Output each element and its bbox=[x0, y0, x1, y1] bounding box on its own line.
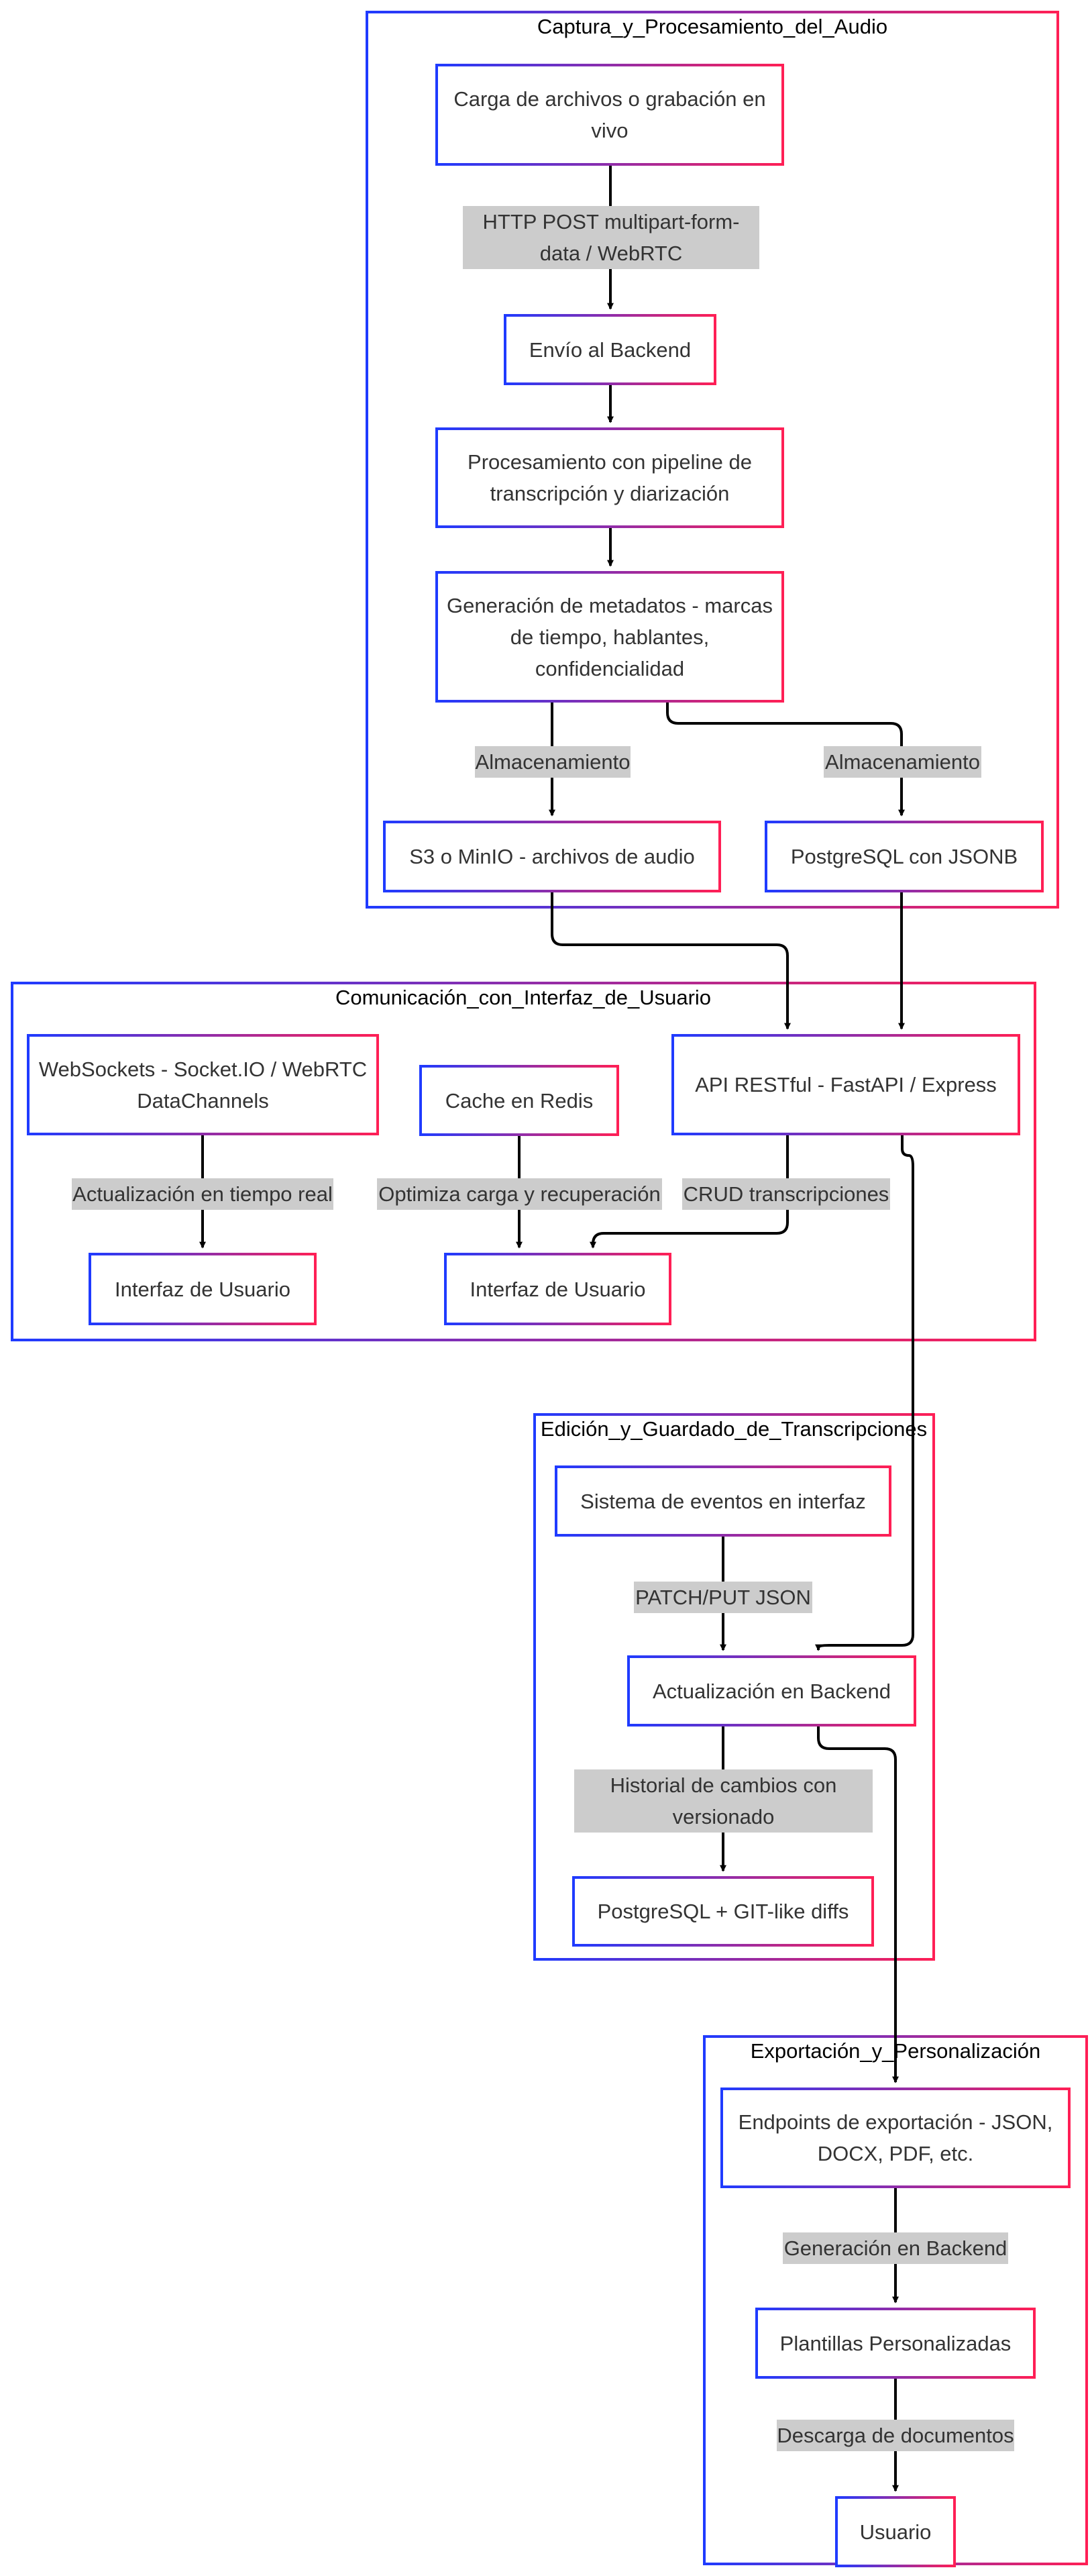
node-label-envio-box: Envío al Backend bbox=[529, 338, 692, 362]
node-postgres_jsonb bbox=[765, 821, 1044, 892]
node-label-carga: Carga de archivos o grabación en vivo bbox=[453, 87, 766, 142]
edge-actualizacion-to-endpoints bbox=[817, 1725, 899, 2083]
node-label-envio: Envío al Backend bbox=[529, 338, 692, 362]
node-label-actualizacion: Actualización en Backend bbox=[652, 1679, 891, 1703]
edge-label-metadatos-to-postgres_jsonb: Almacenamiento bbox=[825, 746, 980, 778]
edge-label-redis-to-ui2-box: Optimiza carga y recuperación bbox=[378, 1178, 661, 1210]
cluster-title-edicion: Edición_y_Guardado_de_Transcripciones bbox=[541, 1417, 927, 1441]
node-label-api: API RESTful - FastAPI / Express bbox=[695, 1073, 997, 1096]
node-label-endpoints: Endpoints de exportación - JSON, DOCX, P… bbox=[738, 2110, 1053, 2165]
node-s3 bbox=[383, 821, 721, 892]
node-label-plantillas: Plantillas Personalizadas bbox=[779, 2331, 1012, 2355]
edge-labels-layer: HTTP POST multipart-form-data / WebRTC Al… bbox=[72, 206, 1014, 2451]
edge-label-endpoints-to-plantillas-box: Generación en Backend bbox=[783, 2232, 1007, 2264]
node-usuario bbox=[835, 2496, 956, 2567]
node-endpoints bbox=[720, 2088, 1071, 2188]
node-ui2 bbox=[444, 1253, 671, 1325]
edge-api-to-ui2 bbox=[590, 1134, 789, 1249]
node-label-eventos: Sistema de eventos en interfaz bbox=[580, 1489, 866, 1513]
node-label-carga-box: Carga de archivos o grabación en vivo bbox=[453, 87, 766, 142]
node-actualizacion bbox=[627, 1655, 916, 1727]
node-label-actualizacion-box: Actualización en Backend bbox=[652, 1679, 891, 1703]
node-label-ui1-box: Interfaz de Usuario bbox=[115, 1277, 290, 1301]
cluster-captura bbox=[366, 11, 1059, 909]
edge-label-websockets-to-ui1-box: Actualización en tiempo real bbox=[72, 1178, 333, 1210]
node-label-ui2: Interfaz de Usuario bbox=[470, 1277, 646, 1301]
node-label-websockets: WebSockets - Socket.IO / WebRTC DataChan… bbox=[38, 1057, 368, 1113]
node-label-eventos-box: Sistema de eventos en interfaz bbox=[580, 1489, 866, 1513]
edge-label-redis-to-ui2: Optimiza carga y recuperación bbox=[378, 1178, 661, 1210]
node-label-redis-box: Cache en Redis bbox=[445, 1088, 594, 1113]
edge-metadatos-to-postgres_jsonb bbox=[666, 701, 905, 817]
node-label-usuario-box: Usuario bbox=[859, 2520, 932, 2544]
edge-label-plantillas-to-usuario: Descarga de documentos bbox=[777, 2420, 1014, 2451]
node-label-postgres_jsonb: PostgreSQL con JSONB bbox=[790, 845, 1018, 868]
node-metadatos bbox=[435, 571, 784, 703]
node-eventos bbox=[555, 1465, 891, 1537]
node-label-s3: S3 o MinIO - archivos de audio bbox=[409, 845, 695, 868]
node-carga bbox=[435, 64, 784, 166]
edge-label-metadatos-to-s3: Almacenamiento bbox=[475, 746, 631, 778]
node-label-ui1: Interfaz de Usuario bbox=[115, 1277, 290, 1301]
node-websockets bbox=[27, 1034, 379, 1135]
node-label-postgres_jsonb-box: PostgreSQL con JSONB bbox=[790, 845, 1018, 868]
node-label-ui2-box: Interfaz de Usuario bbox=[470, 1277, 646, 1301]
cluster-comunicacion bbox=[11, 982, 1036, 1341]
node-label-metadatos-box: Generación de metadatos - marcas de tiem… bbox=[447, 593, 773, 680]
node-redis bbox=[419, 1065, 619, 1136]
node-label-postgres_git-box: PostgreSQL + GIT-like diffs bbox=[597, 1900, 849, 1923]
node-label-redis: Cache en Redis bbox=[445, 1088, 594, 1113]
node-label-metadatos: Generación de metadatos - marcas de tiem… bbox=[447, 593, 773, 680]
edge-label-carga-to-envio-box: HTTP POST multipart-form-data / WebRTC bbox=[463, 206, 759, 269]
edge-label-eventos-to-actualizacion-box: PATCH/PUT JSON bbox=[635, 1582, 811, 1613]
edge-label-api-to-ui2-box: CRUD transcripciones bbox=[683, 1178, 889, 1210]
edge-label-carga-to-envio: HTTP POST multipart-form-data / WebRTC bbox=[463, 206, 759, 269]
edge-label-actualizacion-to-postgres_git: Historial de cambios con versionado bbox=[574, 1769, 873, 1833]
node-label-usuario: Usuario bbox=[859, 2520, 932, 2544]
edge-label-metadatos-to-postgres_jsonb-box: Almacenamiento bbox=[825, 746, 980, 778]
node-plantillas bbox=[755, 2308, 1036, 2379]
nodes-layer: Carga de archivos o grabación en vivoEnv… bbox=[27, 64, 1071, 2567]
node-label-postgres_git: PostgreSQL + GIT-like diffs bbox=[597, 1900, 849, 1923]
node-label-endpoints-box: Endpoints de exportación - JSON, DOCX, P… bbox=[738, 2110, 1053, 2165]
edge-label-eventos-to-actualizacion: PATCH/PUT JSON bbox=[635, 1582, 811, 1613]
node-label-plantillas-box: Plantillas Personalizadas bbox=[779, 2331, 1012, 2355]
node-envio bbox=[504, 314, 716, 385]
edge-s3-to-api bbox=[551, 891, 791, 1030]
cluster-edicion bbox=[533, 1413, 935, 1961]
node-label-s3-box: S3 o MinIO - archivos de audio bbox=[409, 845, 695, 868]
node-postgres_git bbox=[572, 1876, 874, 1947]
node-label-websockets-box: WebSockets - Socket.IO / WebRTC DataChan… bbox=[38, 1057, 368, 1113]
node-ui1 bbox=[89, 1253, 317, 1325]
cluster-title-comunicacion: Comunicación_con_Interfaz_de_Usuario bbox=[335, 986, 711, 1009]
node-procesamiento bbox=[435, 427, 784, 528]
node-label-procesamiento-box: Procesamiento con pipeline de transcripc… bbox=[468, 450, 752, 505]
cluster-title-captura: Captura_y_Procesamiento_del_Audio bbox=[537, 15, 887, 38]
edge-api-to-actualizacion bbox=[815, 1134, 914, 1651]
edge-label-websockets-to-ui1: Actualización en tiempo real bbox=[72, 1178, 333, 1210]
node-label-api-box: API RESTful - FastAPI / Express bbox=[695, 1073, 997, 1096]
edge-label-actualizacion-to-postgres_git-box: Historial de cambios con versionado bbox=[574, 1769, 873, 1833]
edge-label-metadatos-to-s3-box: Almacenamiento bbox=[475, 746, 631, 778]
node-label-procesamiento: Procesamiento con pipeline de transcripc… bbox=[468, 450, 752, 505]
node-api bbox=[671, 1034, 1020, 1135]
edge-label-plantillas-to-usuario-box: Descarga de documentos bbox=[777, 2420, 1014, 2451]
edge-label-api-to-ui2: CRUD transcripciones bbox=[683, 1178, 889, 1210]
edge-label-endpoints-to-plantillas: Generación en Backend bbox=[783, 2232, 1007, 2264]
